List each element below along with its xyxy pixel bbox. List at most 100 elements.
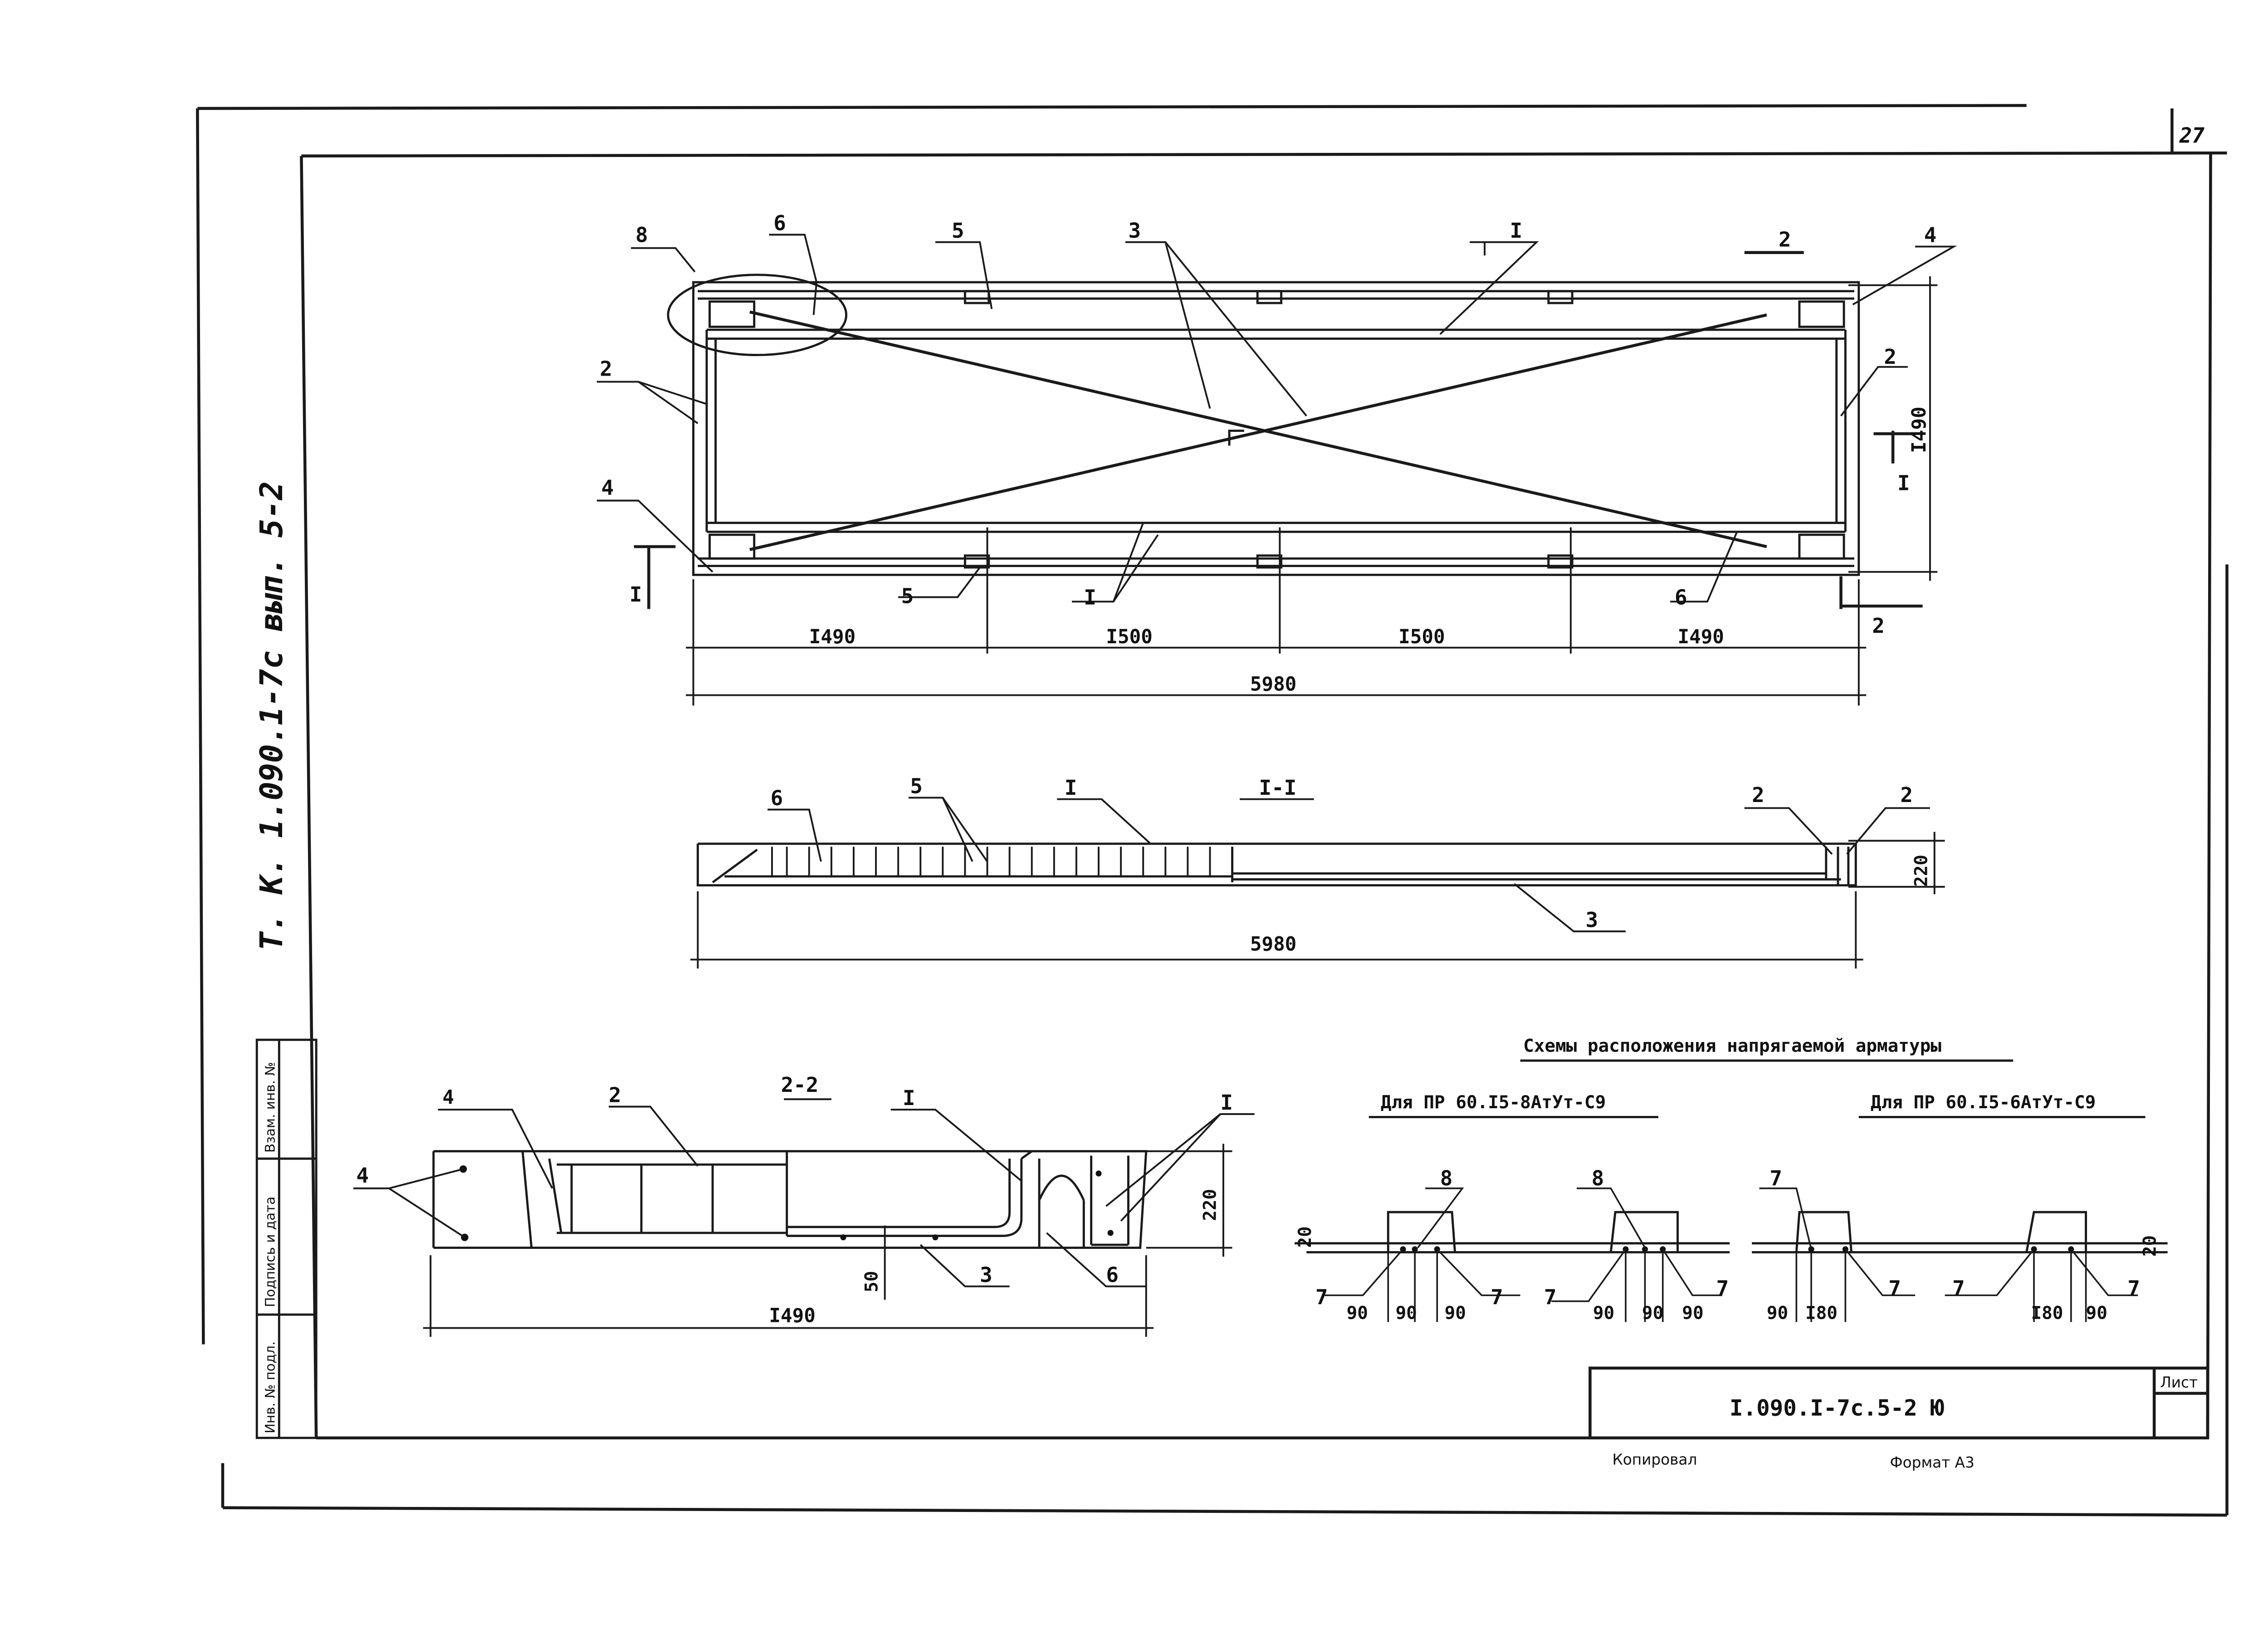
scheme-b-dim-a2: I80 — [1805, 1303, 1838, 1324]
scheme-b-7a: 7 — [1769, 1166, 1782, 1190]
sheet-frame — [196, 104, 2229, 1517]
tendon-schemes: Схемы расположения напрягаемой арматуры … — [1295, 1036, 2168, 1324]
s11-title: I-I — [1259, 775, 1297, 800]
schemes-heading: Схемы расположения напрягаемой арматуры — [1523, 1036, 1941, 1056]
plan-callout-I-top: I — [1510, 218, 1523, 243]
s22-callout-3: 3 — [980, 1262, 992, 1287]
scheme-a-dim-20: 20 — [1295, 1226, 1315, 1248]
scheme-b-leaders — [1759, 1187, 2138, 1322]
page-number: 27 — [2179, 123, 2205, 147]
scheme-a-dim-a3: 90 — [1445, 1303, 1466, 1324]
plan-callout-2-right: 2 — [1884, 344, 1897, 369]
scheme-a-dim-b1: 90 — [1593, 1303, 1614, 1324]
s22-dimensions — [423, 1144, 1232, 1337]
sec-I-right: I — [1897, 471, 1910, 495]
left-stamp — [255, 1038, 318, 1439]
scheme-a-7c: 7 — [1544, 1285, 1557, 1309]
plan-dim-4: I490 — [1677, 626, 1724, 648]
scheme-a-profile — [1295, 1211, 1730, 1253]
plan-callout-3: 3 — [1128, 218, 1141, 243]
sec-I-left: I — [630, 582, 642, 607]
scheme-a-caption: Для ПР 60.I5-8АтУт-С9 — [1381, 1092, 1606, 1113]
plan-dim-3: I500 — [1398, 626, 1445, 648]
s22-callout-6: 6 — [1106, 1262, 1119, 1287]
scheme-b-7b: 7 — [1888, 1276, 1901, 1300]
scheme-a-7a: 7 — [1315, 1285, 1328, 1309]
plan-callout-4-top: 4 — [1924, 223, 1937, 247]
s11-callout-6: 6 — [771, 786, 783, 810]
s11-dimensions — [690, 832, 1945, 969]
scheme-b-7d: 7 — [2127, 1276, 2140, 1300]
title-block — [1589, 1366, 2209, 1439]
scheme-a-dim-a2: 90 — [1396, 1303, 1417, 1324]
plan-dimensions — [686, 276, 1938, 706]
scheme-a-dim-b3: 90 — [1682, 1303, 1703, 1324]
plan-callout-4-bottom: 4 — [601, 475, 614, 499]
plan-section-marks — [634, 251, 1923, 609]
s22-callout-2: 2 — [609, 1083, 621, 1107]
s11-callout-3: 3 — [1586, 907, 1598, 932]
plan-view: 2 2 I I 8 6 5 3 I 4 2 2 4 5 I 6 I490 I50 — [596, 211, 1957, 706]
section-2-2-outline — [432, 1150, 1148, 1249]
scheme-b-dim-20: 20 — [2140, 1235, 2160, 1257]
scheme-b-profile — [1752, 1211, 2168, 1253]
s22-dim-cover: 50 — [861, 1271, 882, 1292]
scheme-b-caption: Для ПР 60.I5-6АтУт-С9 — [1871, 1092, 2096, 1113]
plan-callout-I-bottom: I — [1084, 585, 1096, 610]
footer-copied: Копировал — [1612, 1451, 1697, 1468]
s11-callout-5: 5 — [910, 774, 923, 798]
scheme-a-8b: 8 — [1592, 1166, 1604, 1190]
s22-callout-4b: 4 — [357, 1163, 369, 1187]
s22-dim-width: I490 — [769, 1305, 815, 1327]
footer-format: Формат А3 — [1890, 1454, 1975, 1471]
section-2-2-leaders — [353, 1098, 1255, 1287]
scheme-a-8a: 8 — [1440, 1166, 1453, 1190]
plan-callout-2-left: 2 — [600, 356, 612, 381]
plan-callout-6-bottom: 6 — [1675, 585, 1687, 610]
section-1-1-stirrups — [771, 846, 1211, 876]
plan-callout-5-top: 5 — [952, 218, 964, 243]
plan-callout-8: 8 — [635, 223, 648, 247]
plan-dim-1: I490 — [809, 626, 855, 648]
stamp-signature: Подпись и дата — [263, 1197, 278, 1307]
s11-callout-2a: 2 — [1752, 783, 1765, 807]
s11-callout-2b: 2 — [1900, 783, 1913, 807]
scheme-a-7b: 7 — [1491, 1285, 1503, 1309]
plan-leaders — [596, 234, 1957, 603]
s22-callout-I-b: I — [1220, 1090, 1233, 1115]
sec-2-bottom: 2 — [1872, 613, 1885, 638]
s22-callout-I-a: I — [903, 1086, 915, 1110]
scheme-b-7c: 7 — [1952, 1276, 1965, 1300]
scheme-b-dim-b1: I80 — [2031, 1303, 2063, 1324]
plan-outline — [667, 274, 1860, 576]
s11-dim-height: 220 — [1911, 855, 1931, 887]
s22-callout-4a: 4 — [442, 1086, 454, 1109]
sheet-label: Лист — [2160, 1374, 2198, 1391]
scheme-a-7d: 7 — [1716, 1276, 1729, 1300]
scheme-a-dim-a1: 90 — [1347, 1303, 1368, 1324]
scheme-b-dim-a1: 90 — [1767, 1303, 1788, 1324]
section-2-2: 2-2 4 4 2 I I 3 6 I490 220 50 — [353, 1072, 1255, 1337]
section-1-1: I-I 6 5 I 2 2 3 5980 220 — [690, 774, 1945, 969]
scheme-b-dim-b2: 90 — [2086, 1303, 2107, 1324]
section-1-1-outline — [696, 842, 1857, 887]
s11-callout-I: I — [1065, 775, 1077, 800]
stamp-vzam: Взам. инв. № — [263, 1062, 278, 1153]
plan-dim-2: I500 — [1106, 626, 1152, 648]
plan-dim-total: 5980 — [1250, 674, 1296, 696]
s22-dim-height: 220 — [1200, 1189, 1221, 1221]
plan-dim-height: I490 — [1908, 406, 1931, 453]
stamp-inv-podl: Инв. № подл. — [263, 1341, 278, 1433]
s22-title: 2-2 — [781, 1072, 819, 1097]
doc-code: I.090.I-7с.5-2 Ю — [1730, 1395, 1944, 1421]
side-title: Т. К. 1.090.1-7с вып. 5-2 — [254, 481, 290, 951]
sec-2-top: 2 — [1779, 227, 1791, 252]
s11-dim-total: 5980 — [1250, 934, 1296, 956]
scheme-a-dim-b2: 90 — [1642, 1303, 1663, 1324]
plan-callout-5-bottom: 5 — [901, 583, 914, 608]
section-1-1-leaders — [767, 797, 1930, 933]
plan-callout-6-top: 6 — [773, 211, 786, 235]
scheme-a-leaders — [1324, 1187, 1722, 1322]
